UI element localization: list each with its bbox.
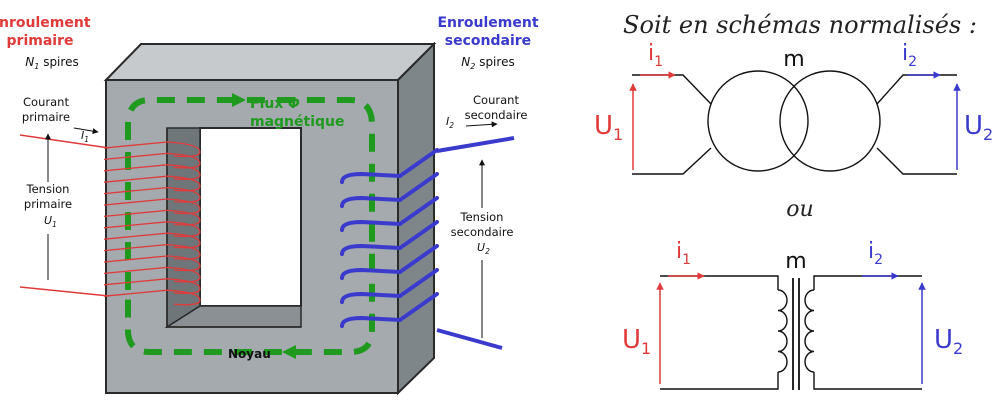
secondary-title-line2: secondaire <box>445 33 531 49</box>
schematic1-current1-label: i1 <box>648 41 663 70</box>
primary-coil-turn <box>103 289 201 306</box>
primary-voltage-line2: primaire <box>24 197 72 211</box>
schematic1-voltage2-label: U2 <box>964 111 993 144</box>
secondary-title-line1: Enroulement <box>437 15 538 31</box>
core-labels: Flux Φ magnétique Noyau <box>228 96 345 361</box>
secondary-winding <box>340 136 515 350</box>
secondary-coil-turn <box>340 292 439 328</box>
primary-current-arrow <box>73 127 99 135</box>
secondary-current-line1: Courant <box>473 93 519 107</box>
secondary-current-line2: secondaire <box>465 108 528 122</box>
primary-current-line1: Courant <box>23 95 69 109</box>
primary-title-line1: Enroulement <box>0 15 91 31</box>
primary-winding <box>19 134 201 306</box>
secondary-voltage-line1: Tension <box>460 210 504 224</box>
flux-label-line2: magnétique <box>250 114 345 130</box>
secondary-labels: Enroulement secondaire N2 spires Courant… <box>437 15 539 338</box>
primary-title-line2: primaire <box>7 33 74 49</box>
schematic2-voltage2-label: U2 <box>934 325 963 358</box>
flux-label-line1: Flux <box>250 96 283 112</box>
schematic-circles <box>632 70 957 175</box>
schematic1-mutual: m <box>783 47 804 72</box>
schematic2-voltage1-label: U1 <box>622 325 651 358</box>
secondary-coil-turn <box>340 220 439 256</box>
schematic1-voltage1-label: U1 <box>594 111 623 144</box>
secondary-coil-turn <box>340 196 439 232</box>
schematic1-current2-label: i2 <box>902 41 917 70</box>
transformer-core <box>103 41 437 396</box>
primary-voltage-line1: Tension <box>26 182 70 196</box>
flux-path <box>125 93 375 359</box>
secondary-turns: N2 spires <box>461 55 514 71</box>
schematic2-current1-label: i1 <box>676 239 691 268</box>
core-label: Noyau <box>228 347 271 361</box>
flux-arrow-top <box>232 93 246 107</box>
flux-symbol: Φ <box>288 96 300 112</box>
secondary-voltage-line2: secondaire <box>451 225 514 239</box>
flux-arrow-bottom <box>282 345 296 359</box>
schematic-section: Soit en schémas normalisés : m i1 i2 U1 … <box>594 11 993 390</box>
primary-voltage-symbol: U1 <box>44 214 57 229</box>
primary-current-symbol: I1 <box>81 129 89 144</box>
secondary-voltage-symbol: U2 <box>477 241 490 256</box>
schematic-heading: Soit en schémas normalisés : <box>623 11 977 39</box>
secondary-coil-turn <box>340 148 439 184</box>
secondary-current-symbol: I2 <box>446 115 454 130</box>
secondary-coil-turn <box>340 172 439 208</box>
primary-labels: Enroulement primaire N1 spires Courant p… <box>0 15 99 280</box>
primary-current-line2: primaire <box>22 110 70 124</box>
schematic2-mutual: m <box>785 249 806 274</box>
schematic-or-label: ou <box>786 197 813 222</box>
primary-turns: N1 spires <box>25 55 78 71</box>
secondary-coil-turn <box>340 244 439 280</box>
schematic-inductors <box>660 275 922 390</box>
secondary-coil-turn <box>340 268 439 304</box>
schematic2-current2-label: i2 <box>868 239 883 268</box>
secondary-current-arrow <box>465 121 498 128</box>
